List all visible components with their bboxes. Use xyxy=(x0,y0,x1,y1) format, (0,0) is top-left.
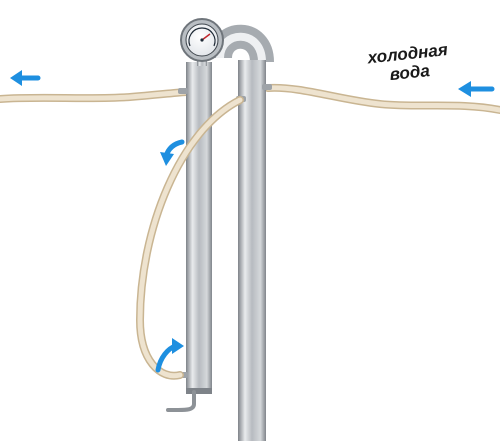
arrow-left-icon xyxy=(10,70,41,86)
tube-left-column xyxy=(186,62,212,392)
fitting-upper-right xyxy=(262,84,272,90)
hose-outlet-left-highlight xyxy=(0,89,189,102)
curved-arrow-up-icon xyxy=(155,338,184,373)
tube-right-column xyxy=(238,60,266,441)
drain-pipe xyxy=(166,390,196,412)
curved-arrow-down-icon xyxy=(160,139,185,166)
tube-left-column-cap xyxy=(186,388,212,394)
arrow-left-icon xyxy=(458,81,495,97)
fitting-upper-left xyxy=(178,88,188,94)
thermometer-dial-icon xyxy=(180,18,224,62)
hose-inlet-right-highlight xyxy=(265,85,500,113)
